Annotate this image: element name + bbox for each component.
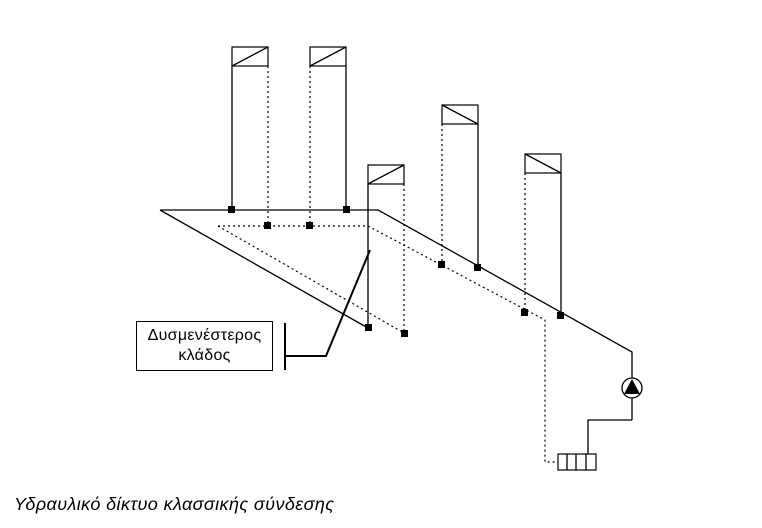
diagram-caption: Υδραυλικό δίκτυο κλασσικής σύνδεσης xyxy=(14,494,335,514)
callout-line-1: Δυσμενέστερος xyxy=(147,327,262,344)
callout-leader xyxy=(284,249,371,370)
junction-node xyxy=(401,330,408,337)
callout-line-2: κλάδος xyxy=(178,347,231,364)
radiator-5 xyxy=(524,153,562,315)
junction-node xyxy=(438,261,445,268)
junction-node xyxy=(228,206,235,213)
radiator-icon xyxy=(441,104,479,125)
boiler-icon xyxy=(557,453,597,471)
supply-branch-pipe xyxy=(159,209,369,329)
junction-node xyxy=(521,309,528,316)
junction-node xyxy=(365,324,372,331)
radiator-2 xyxy=(309,46,347,225)
radiator-icon xyxy=(231,46,269,67)
return-branch-pipe xyxy=(217,225,405,334)
radiator-1 xyxy=(231,46,269,225)
radiator-icon xyxy=(367,164,405,185)
junction-node xyxy=(557,312,564,319)
radiator-icon xyxy=(524,153,562,174)
pipe-junctions xyxy=(228,206,564,337)
supply-main-pipe xyxy=(160,209,633,378)
junction-node xyxy=(474,264,481,271)
radiator-3 xyxy=(367,164,405,332)
junction-node xyxy=(306,222,313,229)
pump-icon xyxy=(621,377,643,399)
junction-node xyxy=(264,222,271,229)
return-main-pipe xyxy=(218,225,558,463)
junction-node xyxy=(343,206,350,213)
worst-branch-callout: Δυσμενέστερος κλάδος xyxy=(136,321,273,371)
pump-to-boiler-pipe xyxy=(587,419,632,462)
radiator-4 xyxy=(441,104,479,267)
radiator-icon xyxy=(309,46,347,67)
